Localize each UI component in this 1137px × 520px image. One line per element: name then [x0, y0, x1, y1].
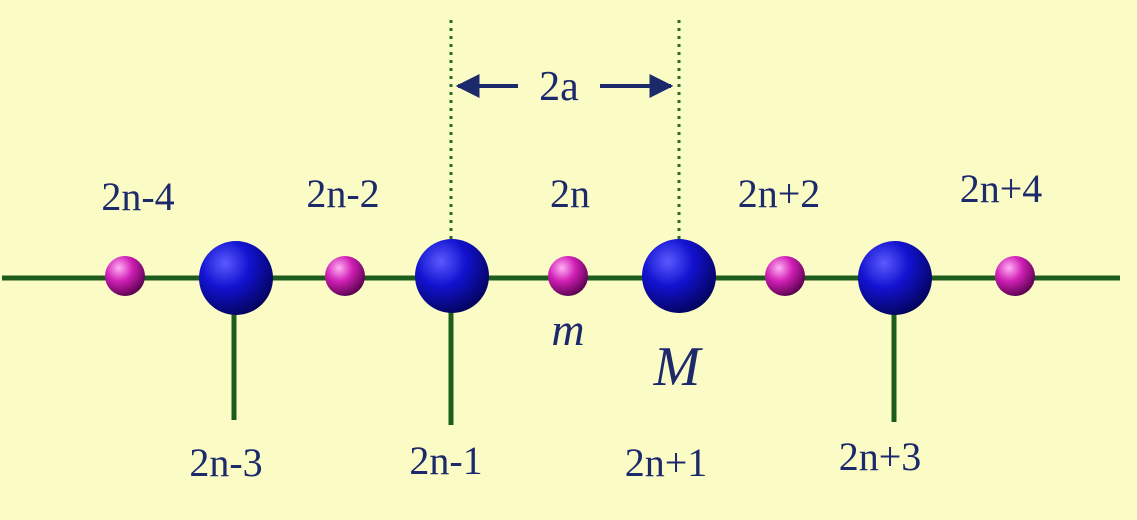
spacing-label: 2a [539, 64, 579, 110]
light-atom [548, 256, 588, 296]
heavy-atom [415, 239, 489, 313]
light-atom [765, 256, 805, 296]
light-atom-label: 2n [550, 171, 590, 216]
light-mass-label: m [551, 304, 584, 355]
light-atom [325, 256, 365, 296]
light-atom-label: 2n+2 [738, 171, 821, 216]
heavy-atom [642, 239, 716, 313]
heavy-mass-label: M [653, 336, 704, 398]
heavy-atom [858, 241, 932, 315]
heavy-atom-label: 2n-3 [189, 440, 262, 485]
light-atom-label: 2n-2 [306, 171, 379, 216]
light-atom [105, 256, 145, 296]
light-atom [995, 256, 1035, 296]
heavy-atom [199, 241, 273, 315]
heavy-atom-label: 2n+1 [625, 440, 708, 485]
heavy-atom-label: 2n-1 [409, 438, 482, 483]
light-atom-label: 2n+4 [960, 166, 1043, 211]
light-atom-label: 2n-4 [101, 174, 174, 219]
heavy-atom-label: 2n+3 [839, 434, 922, 479]
